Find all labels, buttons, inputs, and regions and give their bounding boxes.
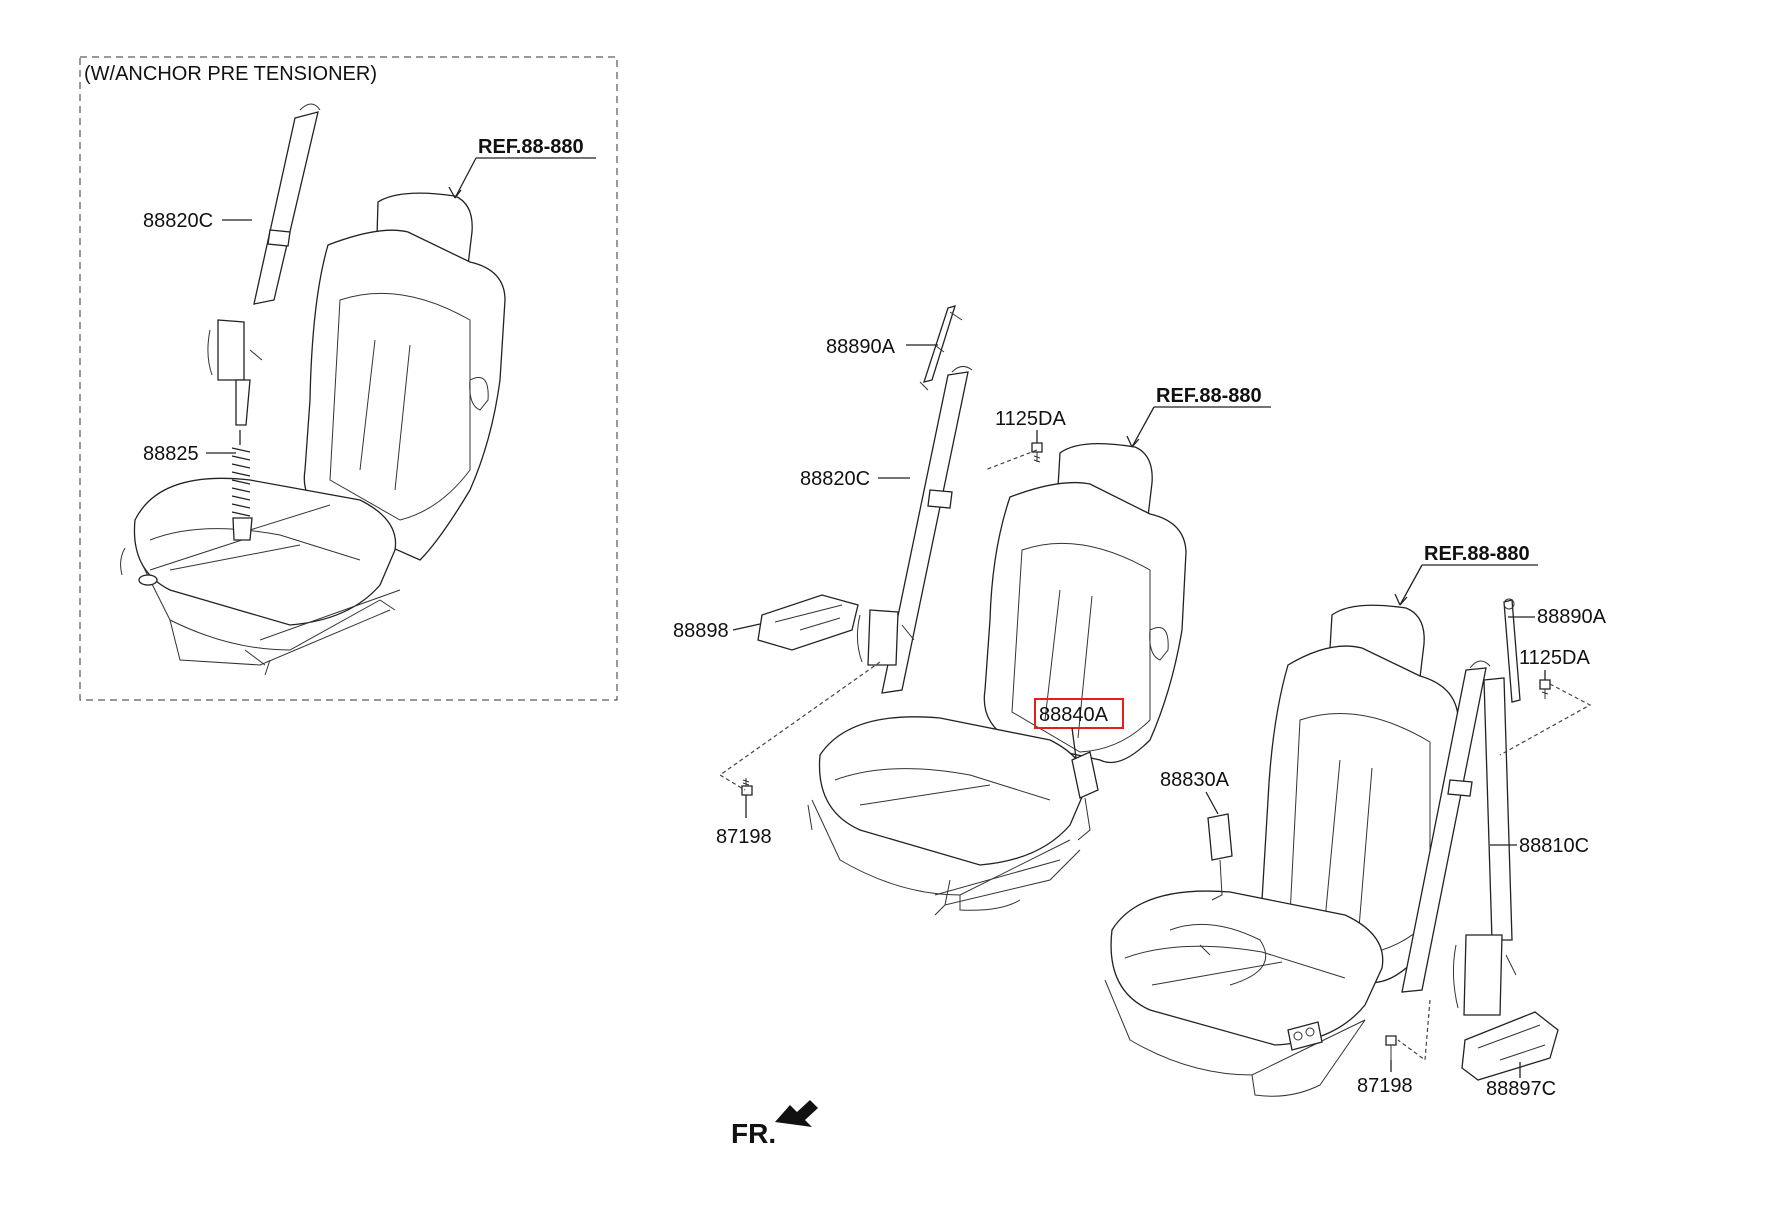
- center-ref-arrow: [1126, 435, 1140, 448]
- center-label-bolt-upper: 1125DA: [995, 408, 1066, 430]
- front-direction-indicator: FR.: [731, 1100, 818, 1149]
- center-label-belt: 88820C: [800, 468, 870, 490]
- center-ref-label: REF.88-880: [1156, 385, 1262, 407]
- right-label-buckle: 88830A: [1160, 769, 1230, 791]
- right-label-bolt-lower: 87198: [1357, 1075, 1413, 1097]
- right-label-cover: 88897C: [1486, 1078, 1556, 1100]
- front-direction-label: FR.: [731, 1118, 776, 1149]
- right-label-belt: 88810C: [1519, 835, 1589, 857]
- right-seat-group: REF.88-880 88890A 1125DA 88830A 88810C 8…: [1104, 543, 1607, 1100]
- center-seat-group: REF.88-880 88890A 1125DA 88820C 88898 88…: [673, 305, 1271, 916]
- inset-ref-label: REF.88-880: [478, 136, 584, 158]
- center-leader-cover: [732, 623, 761, 631]
- right-label-bolt-upper: 1125DA: [1519, 647, 1590, 669]
- right-ref-label: REF.88-880: [1424, 543, 1530, 565]
- right-ref-arrow: [1394, 593, 1408, 606]
- inset-panel: (W/ANCHOR PRE TENSIONER): [79, 56, 618, 701]
- inset-title: (W/ANCHOR PRE TENSIONER): [84, 63, 377, 85]
- inset-label-belt: 88820C: [143, 210, 213, 232]
- inset-ref-arrow: [448, 186, 462, 199]
- center-label-bolt-lower: 87198: [716, 826, 772, 848]
- front-arrow-icon: [775, 1100, 818, 1127]
- inset-seat-drawing: [120, 103, 506, 676]
- right-leader-buckle: [1205, 791, 1219, 815]
- inset-dashed-border: [79, 56, 618, 701]
- right-ref-underline: [1399, 564, 1538, 606]
- right-label-height-adjuster: 88890A: [1537, 606, 1607, 628]
- center-ref-underline: [1131, 406, 1271, 448]
- highlight-box-88840A[interactable]: [1034, 698, 1124, 729]
- right-seat-drawing: [1104, 598, 1592, 1097]
- center-seat-drawing: [718, 305, 1187, 916]
- center-label-height-adjuster: 88890A: [826, 336, 896, 358]
- center-label-buckle: 88840A: [1039, 704, 1109, 726]
- inset-ref-underline: [454, 157, 596, 199]
- inset-label-pretensioner: 88825: [143, 443, 199, 465]
- center-label-cover: 88898: [673, 620, 729, 642]
- center-leader-buckle: [1071, 727, 1077, 759]
